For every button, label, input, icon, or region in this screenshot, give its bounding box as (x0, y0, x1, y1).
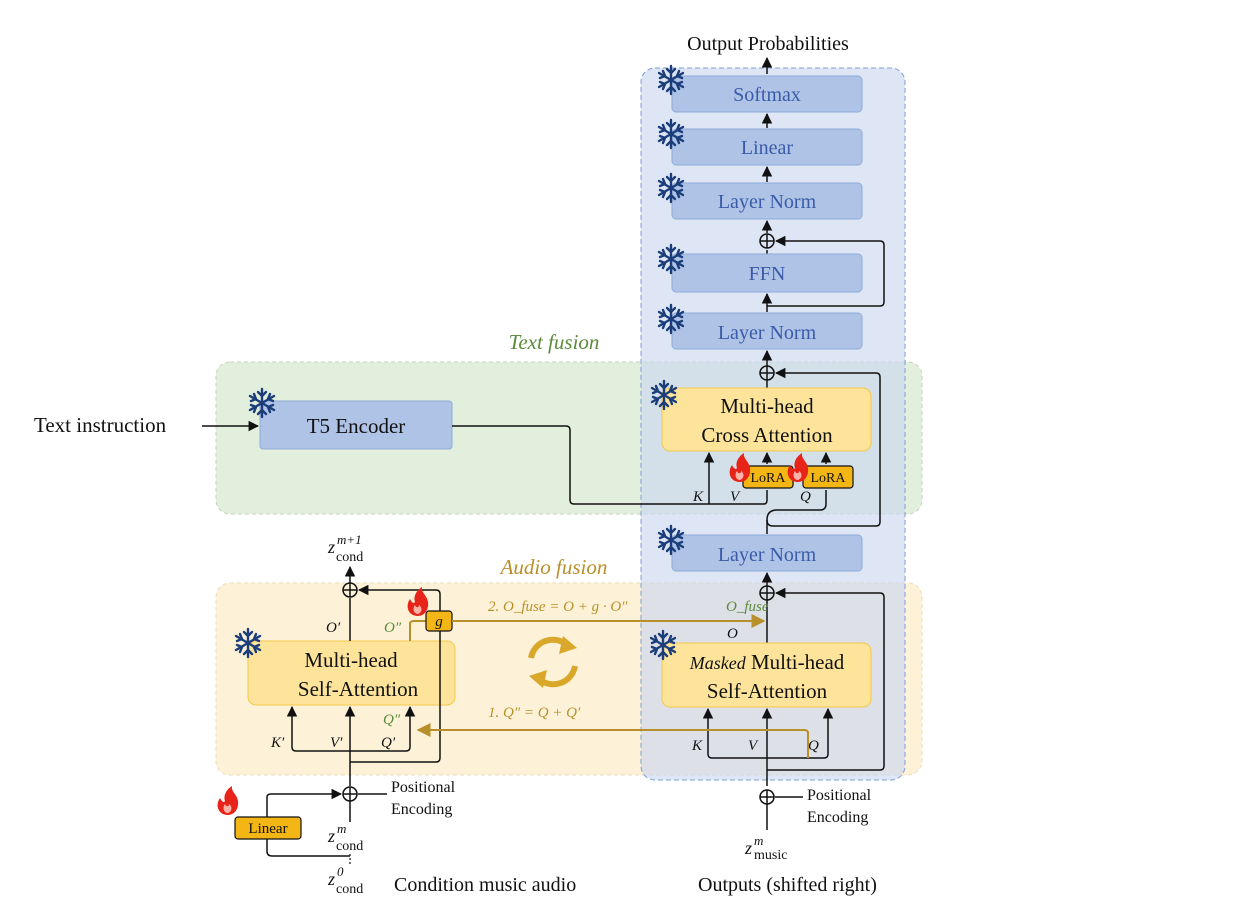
gate-g-label: g (435, 614, 443, 630)
ffn-label: FFN (749, 263, 786, 285)
decoder-positional-line2: Encoding (807, 809, 868, 826)
condition-self-attention-line2: Self-Attention (298, 677, 419, 701)
condition-self-attention-line1: Multi-head (304, 648, 398, 672)
softmax-label: Softmax (733, 84, 801, 106)
condition-positional-line1: Positional (391, 779, 456, 796)
decoder-positional-line1: Positional (807, 787, 872, 804)
output-probabilities-label: Output Probabilities (687, 33, 849, 55)
o-dprime-label: O″ (384, 620, 402, 636)
o-fuse-label: O_fuse (726, 599, 769, 615)
cycle-icon (528, 636, 578, 688)
lora-v-label: LoRA (751, 471, 787, 486)
outputs-caption: Outputs (shifted right) (698, 874, 877, 896)
cross-attention-line1: Multi-head (720, 394, 814, 418)
layer-norm-low-label: Layer Norm (718, 544, 817, 566)
query-equation: 1. Q″ = Q + Q′ (488, 705, 581, 721)
flame-icon (217, 786, 239, 815)
z-cond-mid-sub: cond (336, 839, 363, 854)
z-music-sub: music (754, 848, 787, 863)
q-dprime-label: Q″ (383, 712, 401, 728)
masked-self-attention-block (661, 642, 872, 708)
q-prime-label: Q′ (381, 735, 396, 751)
layer-norm-top-label: Layer Norm (718, 191, 817, 213)
cross-k-label: K (692, 489, 704, 505)
condition-linear-label: Linear (248, 821, 287, 837)
text-fusion-title: Text fusion (509, 330, 600, 354)
condition-caption: Condition music audio (394, 874, 576, 896)
masked-self-attention-line2: Self-Attention (707, 679, 828, 703)
cross-attention-block (661, 387, 872, 452)
lora-q-label: LoRA (811, 471, 847, 486)
condition-positional-line2: Encoding (391, 801, 452, 818)
linear-label: Linear (741, 137, 794, 159)
masked-self-attention-line1: Masked Multi-head (689, 650, 845, 674)
z-cond-bot-sub: cond (336, 882, 363, 897)
text-instruction-label: Text instruction (34, 413, 167, 437)
z-cond-top-sub: cond (336, 550, 363, 565)
layer-norm-mid-label: Layer Norm (718, 322, 817, 344)
cross-attention-line2: Cross Attention (701, 423, 833, 447)
fuse-equation: 2. O_fuse = O + g · O″ (488, 599, 628, 615)
condition-linear-block (234, 816, 302, 840)
v-prime-label: V′ (330, 735, 343, 751)
masked-k-label: K (691, 738, 703, 754)
t5-encoder-label: T5 Encoder (307, 414, 406, 438)
masked-q-label: Q (808, 738, 819, 754)
masked-v-label: V (748, 738, 759, 754)
cross-q-label: Q (800, 489, 811, 505)
audio-fusion-title: Audio fusion (499, 555, 608, 579)
o-prime-label: O′ (326, 620, 341, 636)
condition-self-attention-block (247, 640, 456, 706)
cross-v-label: V (730, 489, 741, 505)
o-label: O (727, 626, 738, 642)
t5-encoder-block (259, 400, 453, 450)
k-prime-label: K′ (270, 735, 285, 751)
